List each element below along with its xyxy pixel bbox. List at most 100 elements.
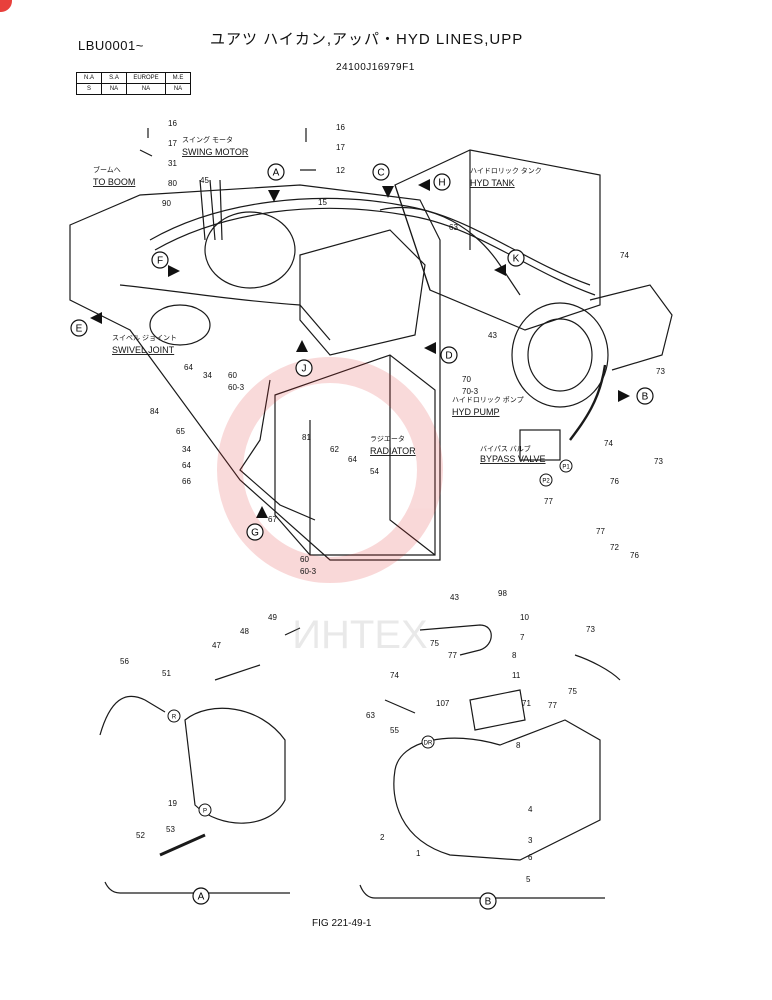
hyd-tank-label: HYD TANK xyxy=(470,178,515,188)
upper-frame-outline xyxy=(69,184,441,561)
part-number-label: 67 xyxy=(268,515,277,524)
part-number-label: 19 xyxy=(168,799,177,808)
part-number-label: 60-3 xyxy=(228,383,245,392)
hose-bundle-swivel xyxy=(119,284,331,341)
part-number-label: 71 xyxy=(522,699,531,708)
part-number-label: 7 xyxy=(520,633,525,642)
part-number-label: 73 xyxy=(654,457,663,466)
port-label: P2 xyxy=(542,479,550,485)
watermark: ИНТЕХ xyxy=(217,357,443,657)
arrow-h xyxy=(418,179,430,191)
detail-b-valve xyxy=(469,689,526,731)
part-number-label: 74 xyxy=(620,251,629,260)
swing-motor-label-jp: スイング モータ xyxy=(182,135,233,144)
arrow-f xyxy=(168,265,180,277)
callout-letter: H xyxy=(438,178,445,189)
port-mark-p2: P2 xyxy=(539,473,553,487)
swivel-joint-label: SWIVEL JOINT xyxy=(112,345,175,355)
callout-b: B xyxy=(636,387,654,405)
part-number-label: 84 xyxy=(150,407,159,416)
control-valve-block xyxy=(299,229,426,356)
port-circle xyxy=(198,803,212,817)
part-number-label: 34 xyxy=(182,445,191,454)
arrow-e xyxy=(90,312,102,324)
detail-a-hose-52 xyxy=(159,833,206,857)
part-number-label: 60 xyxy=(228,371,237,380)
radiator-label: RADIATOR xyxy=(370,446,416,456)
port-label: P xyxy=(203,809,207,815)
hyd-pump-housing xyxy=(589,284,673,371)
detail-a-hose-56 xyxy=(99,695,166,736)
market-value: NA xyxy=(126,83,166,95)
hose-tank-line xyxy=(379,206,521,296)
part-number-label: 17 xyxy=(168,139,177,148)
port-circle xyxy=(167,709,181,723)
arrows xyxy=(90,179,630,518)
arrow-d xyxy=(424,342,436,354)
part-number-label: 31 xyxy=(168,159,177,168)
hyd-tank-outline xyxy=(394,149,601,331)
port-label: DR xyxy=(424,741,433,747)
part-number-label: 74 xyxy=(604,439,613,448)
market-value: S xyxy=(76,83,102,95)
callout-j: J xyxy=(295,359,313,377)
part-number-label: 54 xyxy=(370,467,379,476)
part-number-label: 34 xyxy=(203,371,212,380)
bypass-valve-label-jp: バイパス バルブ xyxy=(480,444,531,453)
part-number-label: 77 xyxy=(448,651,457,660)
hose-pump-bypass xyxy=(569,364,607,441)
figure-number: FIG 221-49-1 xyxy=(312,918,372,929)
callout-circle xyxy=(433,173,451,191)
callout-c: C xyxy=(372,163,390,181)
port-circle xyxy=(559,459,573,473)
swivel-joint-label-jp: スイベル ジョイント xyxy=(112,334,177,342)
hose-bundle-main xyxy=(149,197,591,286)
part-number-label: 15 xyxy=(318,198,327,207)
part-number-label: 3 xyxy=(528,836,533,845)
part-number-label: 12 xyxy=(336,166,345,175)
watermark-ring xyxy=(217,357,443,583)
part-number-label: 64 xyxy=(348,455,357,464)
part-number-label: 70 xyxy=(462,375,471,384)
part-number-label: 77 xyxy=(548,701,557,710)
callout-circle xyxy=(267,163,285,181)
part-number-label: 64 xyxy=(184,363,193,372)
part-number-label: 77 xyxy=(544,497,553,506)
hyd-tank-label-jp: ハイドロリック タンク xyxy=(470,166,542,175)
part-number-label: 76 xyxy=(630,551,639,560)
part-number-label: 60-3 xyxy=(300,567,317,576)
part-number-label: 48 xyxy=(240,627,249,636)
part-number-label: 66 xyxy=(182,477,191,486)
part-number-label: 63 xyxy=(449,223,458,232)
arrow-g xyxy=(256,506,268,518)
hose-return-line xyxy=(239,379,316,521)
callout-f: F xyxy=(151,251,169,269)
part-number-label: 76 xyxy=(610,477,619,486)
bypass-valve-body xyxy=(519,429,561,461)
callout-b: B xyxy=(479,892,497,910)
part-number-label: 6 xyxy=(528,853,533,862)
callout-circle xyxy=(636,387,654,405)
port-mark-p: P xyxy=(198,803,212,817)
market-table: N.A S.A EUROPE M.E S NA NA NA xyxy=(76,72,191,95)
port-mark-p1: P1 xyxy=(559,459,573,473)
part-number-label: 52 xyxy=(136,831,145,840)
detail-b-hose-43 xyxy=(419,624,492,656)
part-number-label: 74 xyxy=(390,671,399,680)
port-circle xyxy=(421,735,435,749)
callout-circle xyxy=(151,251,169,269)
hyd-pump-label: HYD PUMP xyxy=(452,407,500,417)
detail-b-bracket xyxy=(359,884,605,899)
part-number-label: 53 xyxy=(166,825,175,834)
part-number-label: 4 xyxy=(528,805,533,814)
part-number-label: 2 xyxy=(380,833,385,842)
callout-circle xyxy=(192,887,210,905)
part-number-label: 63 xyxy=(366,711,375,720)
callout-circle xyxy=(507,249,525,267)
part-number-label: 64 xyxy=(182,461,191,470)
callout-circle xyxy=(440,346,458,364)
